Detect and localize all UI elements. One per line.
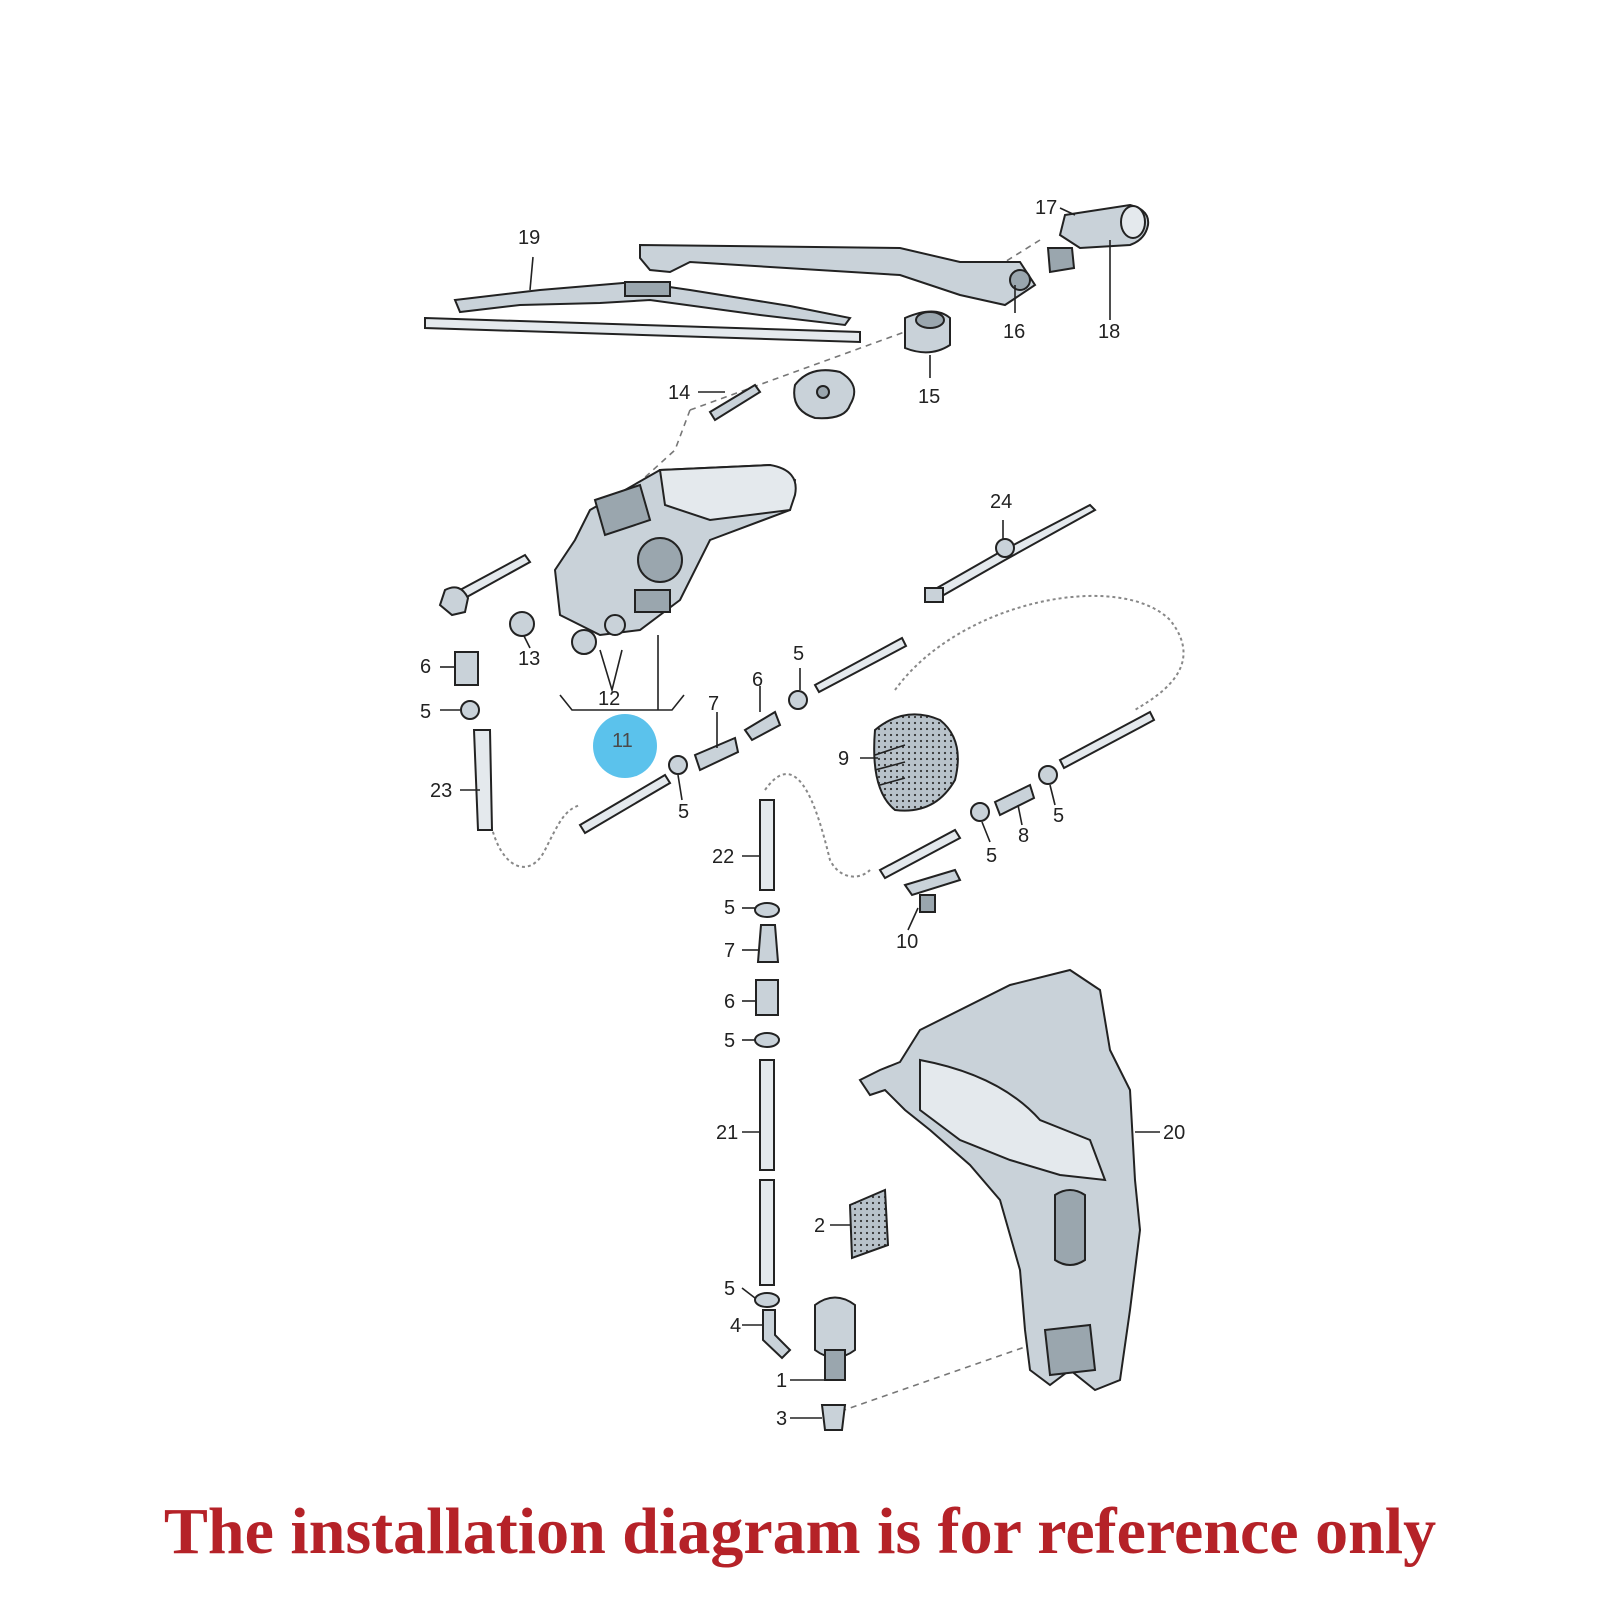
hose-segments-upper — [578, 636, 1156, 880]
connectors — [454, 651, 1058, 831]
label-5-right-low: 5 — [986, 845, 997, 867]
cable-strap — [924, 503, 1097, 603]
label-18: 18 — [1098, 321, 1120, 343]
label-22: 22 — [712, 846, 734, 868]
grille — [873, 713, 959, 812]
wiper-motor — [553, 463, 797, 637]
label-10: 10 — [896, 931, 918, 953]
label-12: 12 — [598, 688, 620, 710]
label-17: 17 — [1035, 197, 1057, 219]
label-5-right: 5 — [1053, 805, 1064, 827]
pin — [708, 383, 762, 422]
label-3: 3 — [776, 1408, 787, 1430]
label-14: 14 — [668, 382, 690, 404]
washer-reservoir — [858, 968, 1142, 1392]
label-16: 16 — [1003, 321, 1025, 343]
label-24: 24 — [990, 491, 1012, 513]
leader-lines — [440, 207, 1160, 1419]
reference-caption: The installation diagram is for referenc… — [163, 1495, 1437, 1568]
label-4: 4 — [730, 1315, 741, 1337]
wiper-blade — [424, 280, 861, 344]
grommet — [904, 310, 951, 354]
label-5-stack-1: 5 — [724, 897, 735, 919]
vertical-hose-stack — [754, 799, 792, 1360]
bushings — [509, 611, 626, 655]
washer-pump — [814, 1296, 856, 1431]
label-7-top: 7 — [708, 693, 719, 715]
label-15: 15 — [918, 386, 940, 408]
seal-disc — [793, 369, 856, 420]
label-2: 2 — [814, 1215, 825, 1237]
label-9: 9 — [838, 748, 849, 770]
label-20: 20 — [1163, 1122, 1185, 1144]
label-5-top: 5 — [793, 643, 804, 665]
label-19: 19 — [518, 227, 540, 249]
label-13: 13 — [518, 648, 540, 670]
exploded-parts-diagram: 19 17 16 18 15 14 24 6 13 5 6 12 7 5 11 … — [420, 197, 1185, 1431]
label-6-stack: 6 — [724, 991, 735, 1013]
label-5-mid: 5 — [678, 801, 689, 823]
label-1: 1 — [776, 1370, 787, 1392]
label-8: 8 — [1018, 825, 1029, 847]
label-5-left: 5 — [420, 701, 431, 723]
motor-bracket-lines — [559, 635, 685, 711]
label-11: 11 — [612, 730, 633, 752]
motor-rod — [438, 553, 532, 617]
washer-hoses — [489, 594, 1185, 878]
label-7-stack: 7 — [724, 940, 735, 962]
label-23: 23 — [430, 780, 452, 802]
label-6-mid: 6 — [752, 669, 763, 691]
callout-labels: 19 17 16 18 15 14 24 6 13 5 6 12 7 5 11 … — [420, 197, 1185, 1430]
label-21: 21 — [716, 1122, 738, 1144]
label-5-stack-3: 5 — [724, 1278, 735, 1300]
highlight-marker — [593, 714, 657, 778]
label-5-stack-2: 5 — [724, 1030, 735, 1052]
label-6-left: 6 — [420, 656, 431, 678]
arm-cap — [1046, 203, 1150, 274]
foam-pad — [848, 1188, 890, 1260]
hose-clip — [903, 868, 962, 913]
